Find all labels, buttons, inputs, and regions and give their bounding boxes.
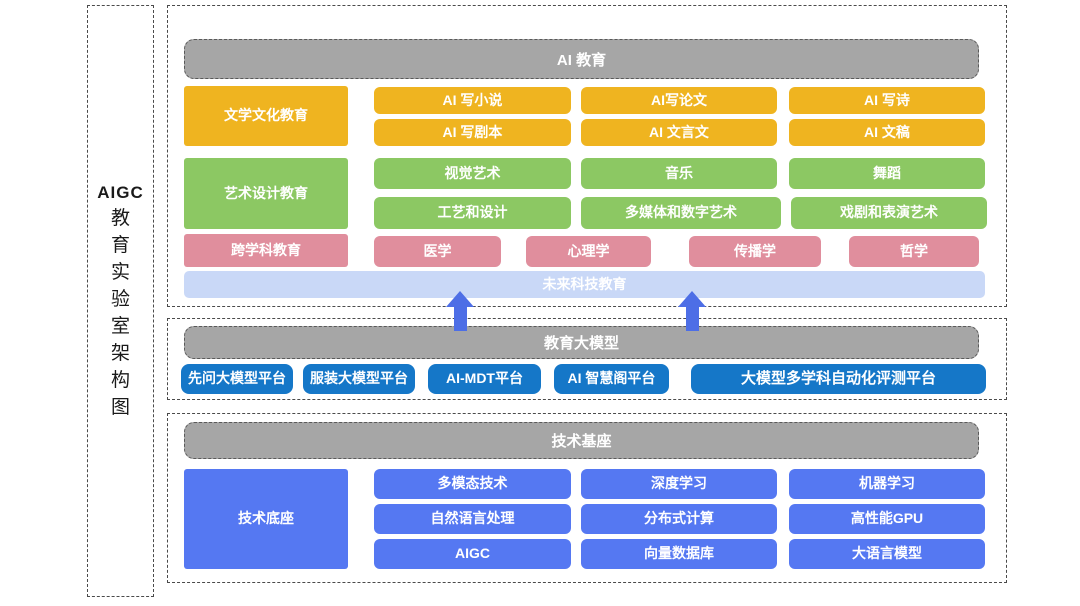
item-vector-database: 向量数据库: [581, 539, 777, 569]
platform-ai-zhihuige: AI 智慧阁平台: [554, 364, 669, 394]
item-ai-script: AI 写剧本: [374, 119, 571, 146]
diagram-title-char: 图: [110, 397, 130, 418]
item-high-performance-gpu: 高性能GPU: [789, 504, 985, 534]
platform-xianwen: 先问大模型平台: [181, 364, 293, 394]
diagram-title-char: 实: [110, 262, 130, 283]
diagram-title-box: AIGC 教 育 实 验 室 架 构 图: [87, 5, 154, 597]
item-machine-learning: 机器学习: [789, 469, 985, 499]
item-ai-novel: AI 写小说: [374, 87, 571, 114]
category-label-literature: 文学文化教育: [184, 86, 348, 146]
diagram-title-char: 验: [110, 289, 130, 310]
item-aigc: AIGC: [374, 539, 571, 569]
item-ai-poetry: AI 写诗: [789, 87, 985, 114]
item-multimodal-tech: 多模态技术: [374, 469, 571, 499]
up-arrow-shaft: [453, 307, 467, 331]
item-psychology: 心理学: [526, 236, 651, 267]
section-header-ai-education: AI 教育: [184, 39, 979, 79]
item-ai-paper: AI写论文: [581, 87, 777, 114]
up-arrow-icon: [678, 291, 706, 331]
item-distributed-computing: 分布式计算: [581, 504, 777, 534]
banner-future-tech-education: 未来科技教育: [184, 271, 985, 298]
item-visual-art: 视觉艺术: [374, 158, 571, 189]
item-llm: 大语言模型: [789, 539, 985, 569]
section-ai-education: AI 教育 文学文化教育 AI 写小说 AI写论文 AI 写诗 AI 写剧本 A…: [167, 5, 1007, 307]
diagram-title-char: 教: [110, 208, 130, 229]
up-arrow-head: [678, 291, 706, 307]
section-header-education-model: 教育大模型: [184, 326, 979, 359]
section-header-tech-base: 技术基座: [184, 422, 979, 459]
item-multimedia-digital-art: 多媒体和数字艺术: [581, 197, 781, 229]
up-arrow-head: [446, 291, 474, 307]
item-communication: 传播学: [689, 236, 821, 267]
diagram-title-char: 构: [110, 370, 130, 391]
item-craft-design: 工艺和设计: [374, 197, 571, 229]
up-arrow-icon: [446, 291, 474, 331]
diagram-title-char: 室: [110, 316, 130, 337]
category-label-tech-foundation: 技术底座: [184, 469, 348, 569]
item-deep-learning: 深度学习: [581, 469, 777, 499]
section-education-model: 教育大模型 先问大模型平台 服装大模型平台 AI-MDT平台 AI 智慧阁平台 …: [167, 318, 1007, 400]
item-ai-manuscript: AI 文稿: [789, 119, 985, 146]
diagram-title-char: 架: [110, 343, 130, 364]
item-philosophy: 哲学: [849, 236, 979, 267]
platform-ai-mdt: AI-MDT平台: [428, 364, 541, 394]
platform-fashion: 服装大模型平台: [303, 364, 415, 394]
platform-auto-evaluation: 大模型多学科自动化评测平台: [691, 364, 986, 394]
up-arrow-shaft: [685, 307, 699, 331]
category-label-art-design: 艺术设计教育: [184, 158, 348, 229]
item-medicine: 医学: [374, 236, 501, 267]
section-tech-base: 技术基座 技术底座 多模态技术 深度学习 机器学习 自然语言处理 分布式计算 高…: [167, 413, 1007, 583]
category-label-interdisciplinary: 跨学科教育: [184, 234, 348, 267]
item-drama-performance: 戏剧和表演艺术: [791, 197, 987, 229]
item-nlp: 自然语言处理: [374, 504, 571, 534]
diagram-title-char: 育: [110, 235, 130, 256]
item-dance: 舞蹈: [789, 158, 985, 189]
item-music: 音乐: [581, 158, 777, 189]
diagram-title-latin: AIGC: [97, 183, 144, 202]
item-ai-classical: AI 文言文: [581, 119, 777, 146]
